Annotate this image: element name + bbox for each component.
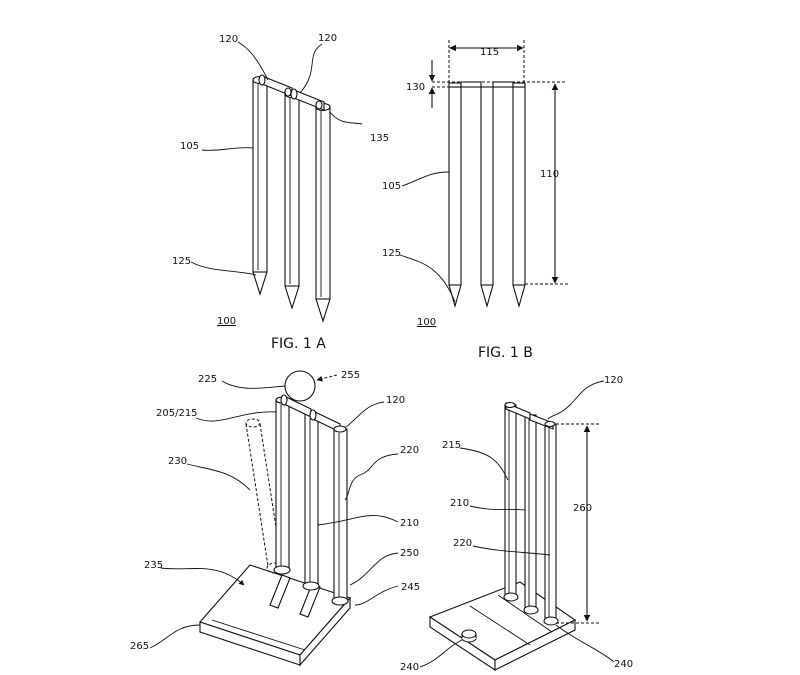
- fig-1a-stumps: [252, 75, 331, 323]
- fig-1a-bails: [258, 74, 325, 111]
- fig-1b-bails: [448, 81, 526, 88]
- fig-2b-stumps: [503, 404, 559, 626]
- fig-1b-leaders: [399, 171, 456, 303]
- fig-1b: 115 130 110 105 125 100 FIG. 1 B: [382, 40, 570, 361]
- fig-2b-base: [428, 581, 577, 672]
- fig-2a-leaders: [149, 374, 399, 649]
- fig-1b-dimensions: [428, 40, 570, 285]
- fig-2a-ref-245: 245: [401, 582, 420, 593]
- stump-1: [252, 79, 268, 296]
- fig-1a-ref-105: 105: [180, 141, 199, 152]
- fig-1b-ref-125: 125: [382, 248, 401, 259]
- stump-3: [315, 106, 331, 323]
- fig-2a-ref-210: 210: [400, 518, 419, 529]
- fig-1a-leaders: [190, 41, 363, 276]
- fig-2a-ref-225: 225: [198, 374, 217, 385]
- fig-2b-bails: [504, 401, 556, 430]
- fig-1a-ref-135: 135: [370, 133, 389, 144]
- fig-2a-ref-220: 220: [400, 445, 419, 456]
- fig-2a-ref-250: 250: [400, 548, 419, 559]
- fig-1a-caption: FIG. 1 A: [271, 336, 326, 352]
- fig-2a-ref-230: 230: [168, 456, 187, 467]
- fig-2a: 225 255 205/215 120 230 220 210 250 235 …: [130, 370, 420, 667]
- fig-2a-ref-235: 235: [144, 560, 163, 571]
- fig-2a-base: [199, 564, 351, 667]
- fig-2a-ref-255: 255: [341, 370, 360, 381]
- fig-1a-ref-120-right: 120: [318, 33, 337, 44]
- fig-1b-stumps: [448, 86, 526, 309]
- fig-1a-ref-125: 125: [172, 256, 191, 267]
- fig-2a-bails: [275, 394, 347, 433]
- fig-1b-ref-130: 130: [406, 82, 425, 93]
- fig-2b: 120 215 210 260 220 240 240: [400, 375, 633, 673]
- fig-2b-ref-240-left: 240: [400, 662, 419, 673]
- fig-2b-ref-215: 215: [442, 440, 461, 451]
- fig-2b-ref-120: 120: [604, 375, 623, 386]
- fig-2b-dimension-260: [556, 423, 600, 624]
- fig-2a-stumps: [273, 399, 349, 606]
- fig-1a: 120 120 135 105 125 100 FIG. 1 A: [172, 33, 389, 352]
- fig-1a-ref-100: 100: [217, 316, 236, 327]
- fig-1b-ref-105: 105: [382, 181, 401, 192]
- fig-2b-ref-220: 220: [453, 538, 472, 549]
- fig-1b-ref-100: 100: [417, 317, 436, 328]
- fig-2a-ref-205-215: 205/215: [156, 408, 198, 419]
- fig-2b-ref-240-right: 240: [614, 659, 633, 670]
- fig-1a-ref-120-left: 120: [219, 34, 238, 45]
- stump-2: [284, 93, 300, 310]
- fig-1b-ref-115: 115: [480, 47, 499, 58]
- fig-2a-ball: [284, 370, 316, 402]
- fig-2a-ref-265: 265: [130, 641, 149, 652]
- fig-1b-ref-110: 110: [540, 169, 559, 180]
- fig-2b-ref-260: 260: [573, 503, 592, 514]
- fig-2a-ref-120: 120: [386, 395, 405, 406]
- fig-2b-leaders: [419, 380, 615, 668]
- fig-2b-ref-210: 210: [450, 498, 469, 509]
- fig-1b-caption: FIG. 1 B: [478, 345, 533, 361]
